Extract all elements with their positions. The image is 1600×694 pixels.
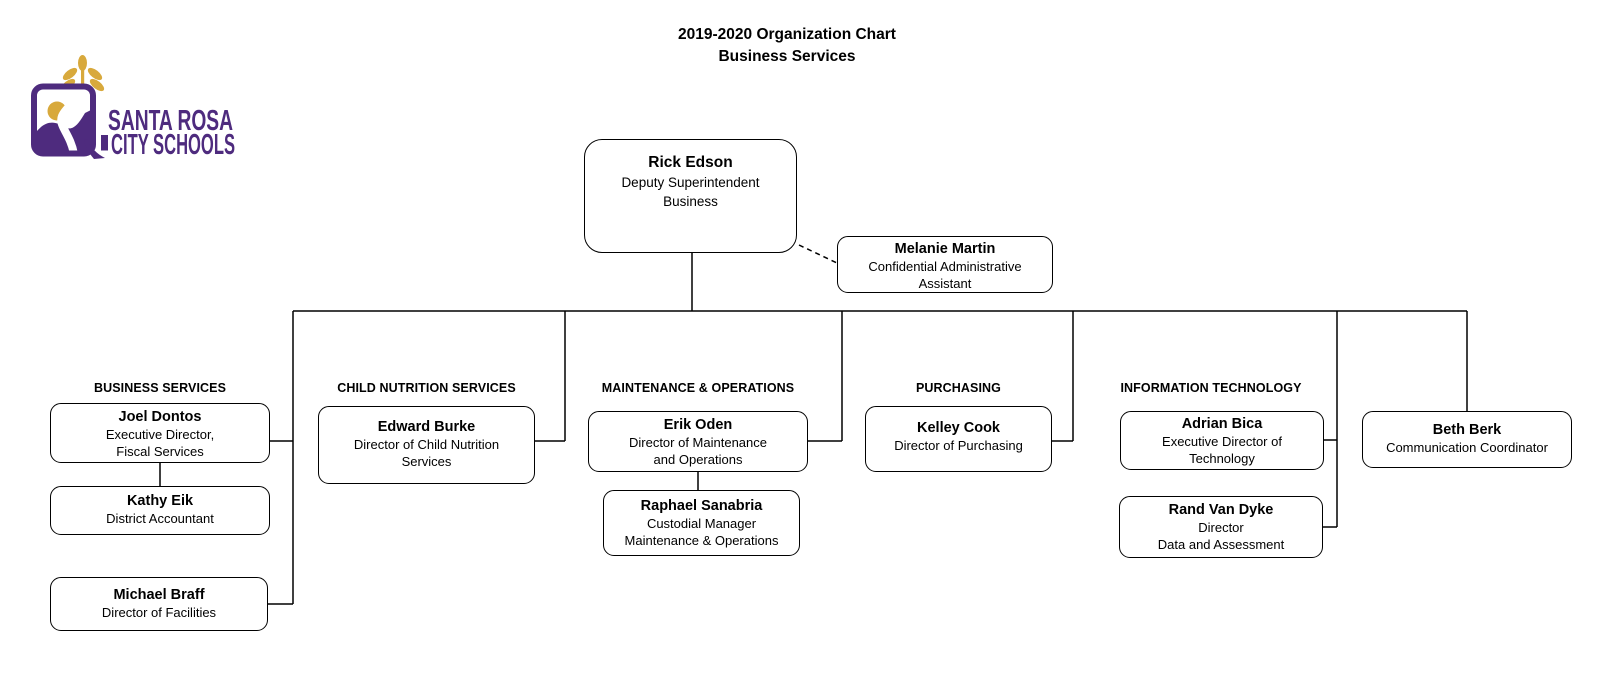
person-name: Beth Berk	[1432, 422, 1502, 438]
person-title: Director of Facilities	[101, 605, 217, 620]
person-title: Confidential Administrative	[868, 259, 1022, 274]
person-name: Adrian Bica	[1181, 416, 1263, 432]
section-header-child-nutrition: CHILD NUTRITION SERVICES	[337, 381, 516, 395]
node-kelley-cook: Kelley Cook Director of Purchasing	[865, 406, 1052, 472]
person-name: Michael Braff	[113, 587, 205, 603]
person-title: Deputy Superintendent	[621, 175, 760, 190]
logo-text-line2: CITY SCHOOLS	[111, 129, 235, 160]
person-title: and Operations	[653, 452, 743, 467]
person-title: Custodial Manager	[646, 516, 757, 531]
person-name: Erik Oden	[663, 417, 733, 433]
person-title: District Accountant	[106, 511, 214, 526]
node-adrian-bica: Adrian Bica Executive Director of Techno…	[1120, 411, 1324, 470]
person-title: Services	[401, 454, 452, 469]
person-name: Kelley Cook	[917, 420, 1000, 436]
section-header-information-technology: INFORMATION TECHNOLOGY	[1120, 381, 1302, 395]
person-name: Rand Van Dyke	[1168, 502, 1274, 518]
person-title: Executive Director,	[105, 427, 215, 442]
person-title: Assistant	[918, 276, 972, 291]
person-name: Edward Burke	[377, 419, 476, 435]
section-header-purchasing: PURCHASING	[915, 381, 1002, 395]
person-title: Executive Director of	[1162, 434, 1282, 449]
node-kathy-eik: Kathy Eik District Accountant	[50, 486, 270, 535]
section-header-maintenance-operations: MAINTENANCE & OPERATIONS	[601, 381, 795, 395]
node-edward-burke: Edward Burke Director of Child Nutrition…	[318, 406, 535, 484]
person-title: Director of Maintenance	[628, 435, 767, 450]
node-rick-edson: Rick Edson Deputy Superintendent Busines…	[584, 139, 797, 253]
page-title-line2: Business Services	[718, 48, 856, 65]
node-rand-van-dyke: Rand Van Dyke Director Data and Assessme…	[1119, 496, 1323, 558]
santa-rosa-city-schools-logo: SANTA ROSA CITY SCHOOLS	[31, 55, 235, 160]
node-beth-berk: Beth Berk Communication Coordinator	[1362, 411, 1572, 468]
person-name: Rick Edson	[648, 154, 733, 171]
person-name: Kathy Eik	[126, 493, 194, 509]
person-title: Communication Coordinator	[1386, 440, 1548, 455]
page-title: 2019-2020 Organization Chart Business Se…	[587, 24, 987, 68]
person-title: Director	[1198, 520, 1244, 535]
landscape-icon	[31, 83, 108, 159]
person-name: Joel Dontos	[118, 409, 202, 425]
person-name: Raphael Sanabria	[640, 498, 763, 514]
node-raphael-sanabria: Raphael Sanabria Custodial Manager Maint…	[603, 490, 800, 556]
node-erik-oden: Erik Oden Director of Maintenance and Op…	[588, 411, 808, 472]
connector-group	[159, 244, 1468, 605]
section-header-business-services: BUSINESS SERVICES	[93, 381, 227, 395]
wheat-icon	[60, 55, 105, 92]
person-title: Director of Child Nutrition	[353, 437, 500, 452]
person-title: Data and Assessment	[1157, 537, 1285, 552]
person-title: Business	[663, 194, 718, 209]
person-title: Maintenance & Operations	[624, 533, 779, 548]
node-melanie-martin: Melanie Martin Confidential Administrati…	[837, 236, 1053, 293]
person-name: Melanie Martin	[894, 241, 996, 257]
page-title-line1: 2019-2020 Organization Chart	[678, 26, 896, 43]
person-title: Fiscal Services	[116, 444, 204, 459]
person-title: Director of Purchasing	[894, 438, 1023, 453]
person-title: Technology	[1189, 451, 1255, 466]
node-michael-braff: Michael Braff Director of Facilities	[50, 577, 268, 631]
node-joel-dontos: Joel Dontos Executive Director, Fiscal S…	[50, 403, 270, 463]
connector-dashed-assistant	[798, 244, 838, 264]
logo-text-line1: SANTA ROSA	[108, 105, 233, 137]
